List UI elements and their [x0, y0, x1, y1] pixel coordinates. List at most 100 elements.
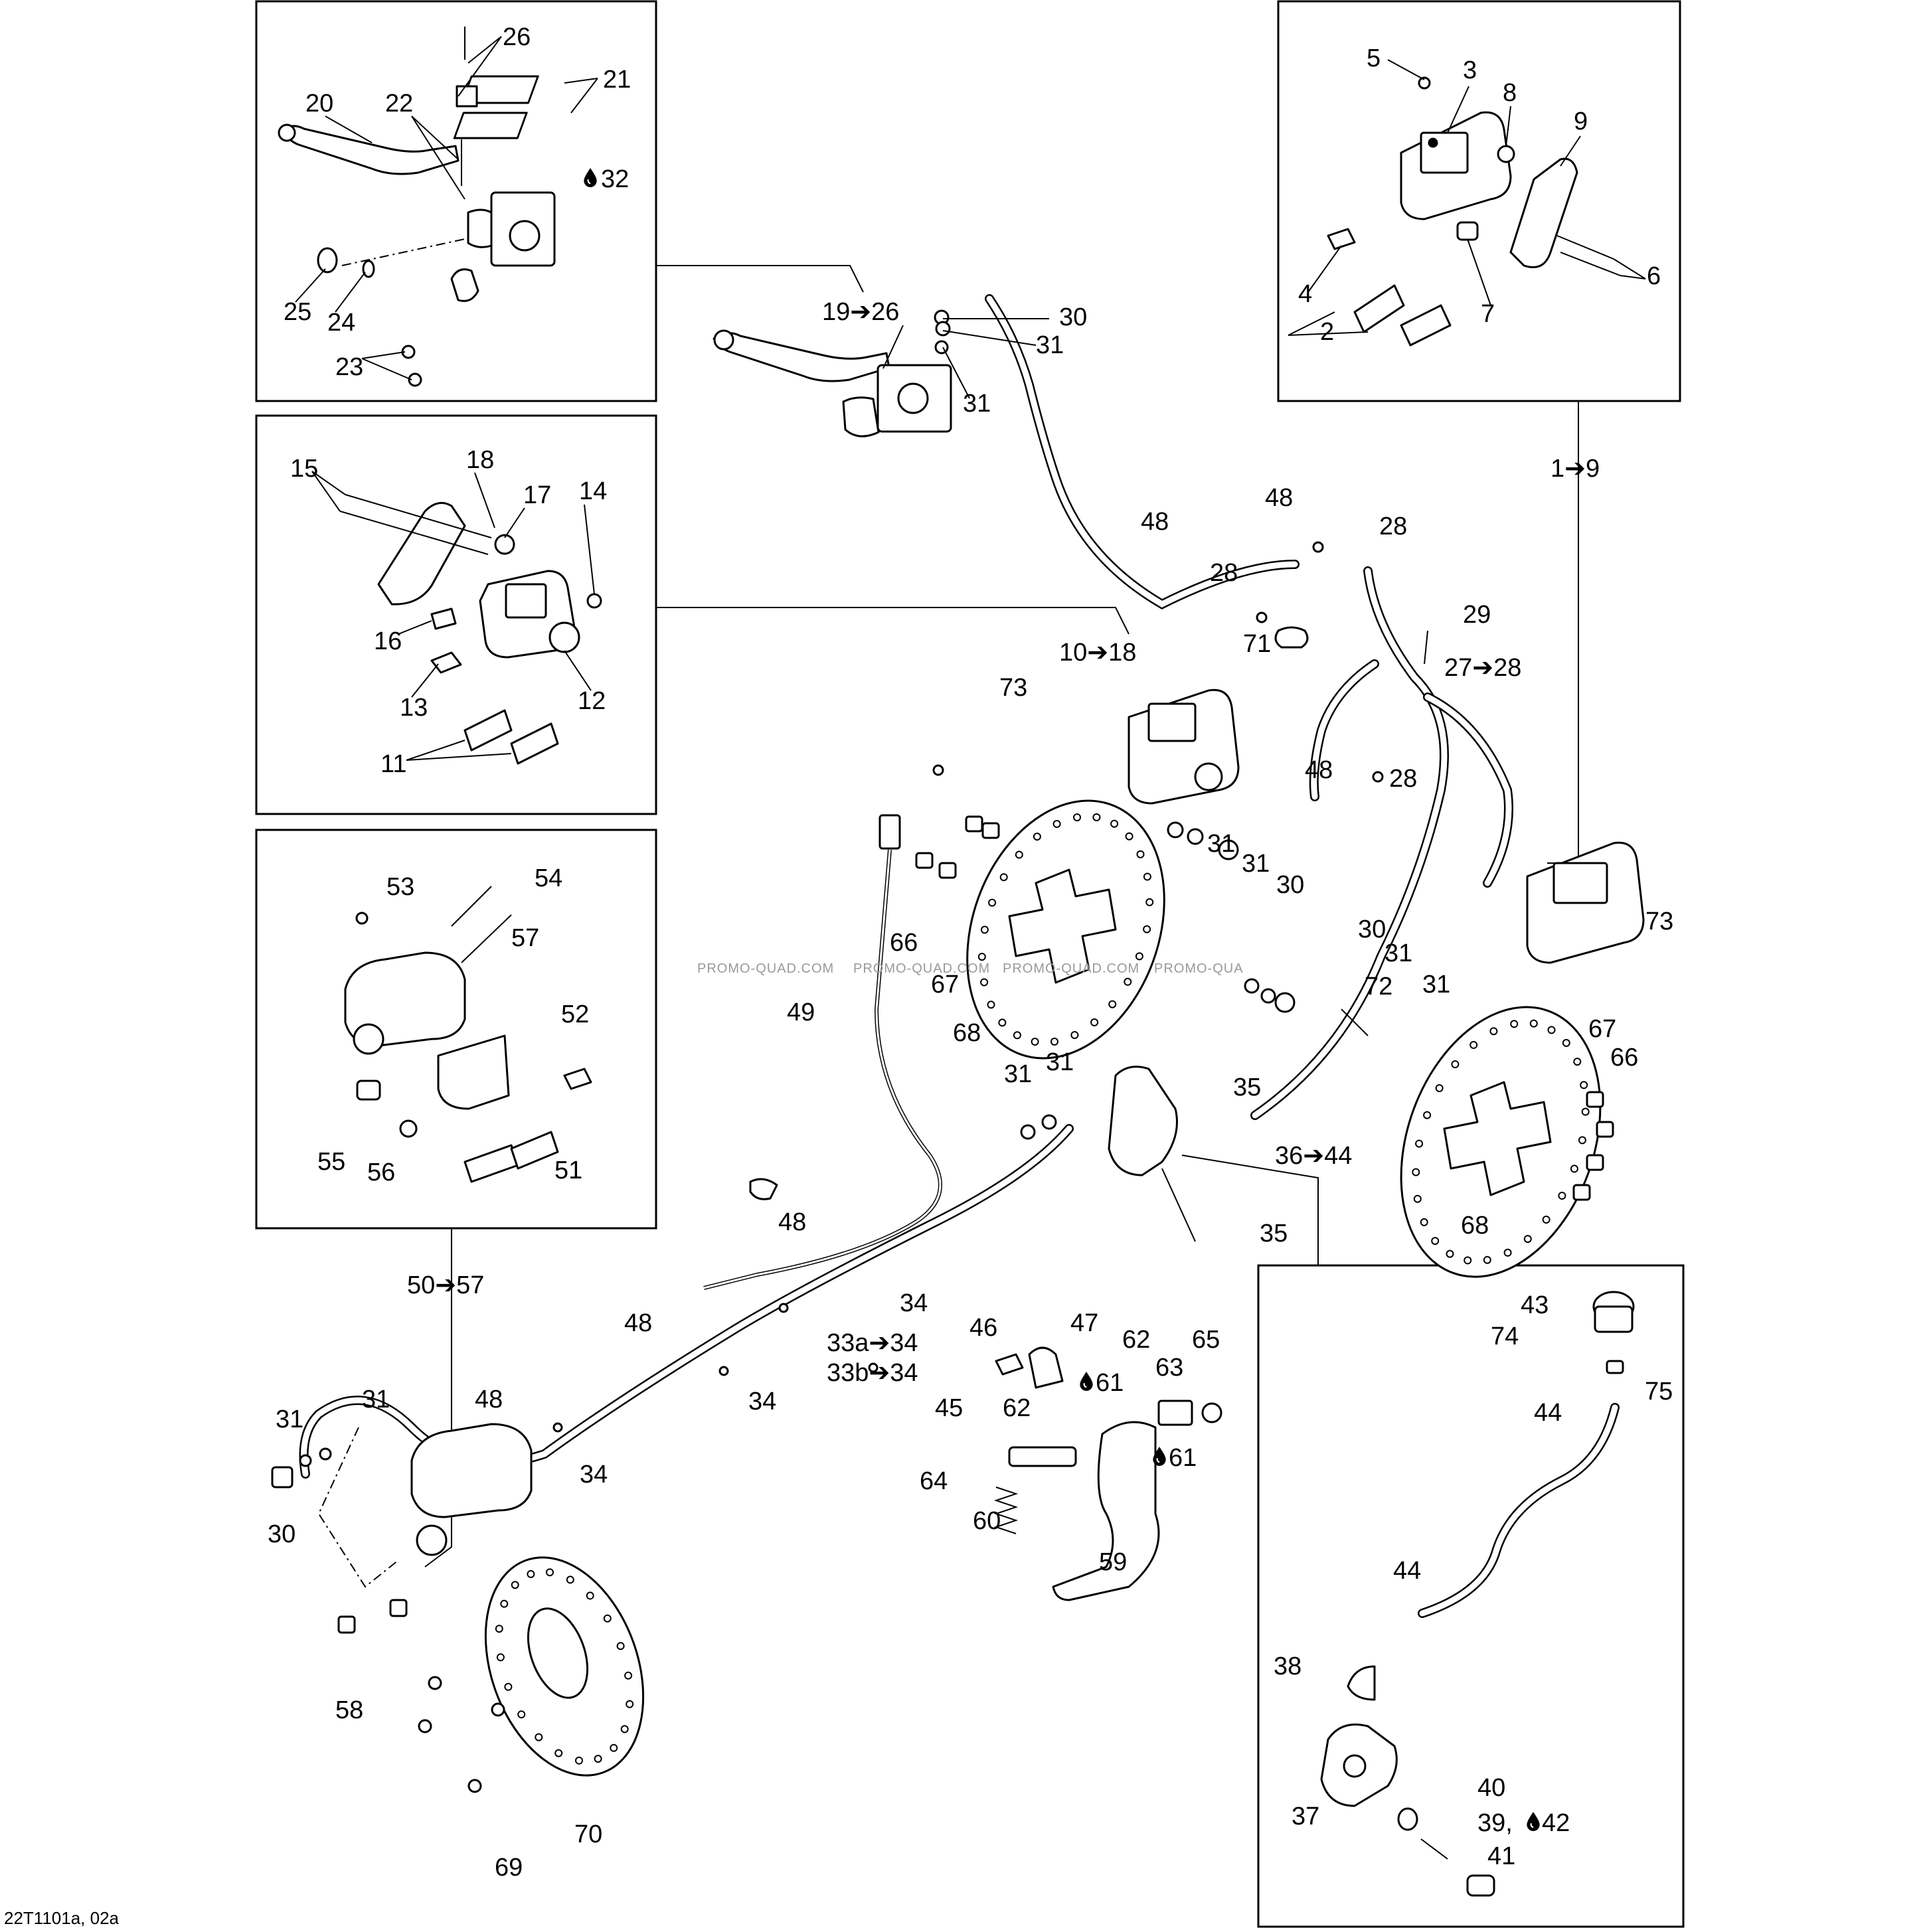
leader-line	[295, 268, 326, 303]
disc-hole	[1523, 1235, 1532, 1244]
leader-line	[942, 330, 1037, 346]
callout-28-b: 28	[1379, 513, 1407, 540]
callout-73-b: 73	[1645, 908, 1673, 935]
disc-hole	[546, 1568, 554, 1577]
callout-7: 7	[1481, 300, 1495, 328]
callout-47: 47	[1070, 1309, 1098, 1337]
leader-line	[1505, 106, 1511, 147]
o-ring-24	[362, 260, 375, 278]
callout-44-b: 44	[1393, 1557, 1421, 1585]
leader-line	[411, 663, 439, 698]
disc-hole	[1145, 898, 1154, 906]
callout-65: 65	[1192, 1326, 1220, 1354]
callout-21: 21	[603, 66, 631, 94]
disc-hole	[1573, 1058, 1582, 1066]
leader-line	[311, 471, 346, 495]
callout-31-a: 31	[1036, 331, 1064, 359]
disc-hole	[1542, 1216, 1551, 1224]
disc-hole	[610, 1743, 618, 1752]
callout-50-57: 50➔57	[407, 1271, 484, 1299]
callout-30-a: 30	[1059, 303, 1087, 331]
callout-44-a: 44	[1534, 1399, 1562, 1427]
disc-hole	[500, 1599, 509, 1608]
callout-31-f: 31	[1422, 971, 1450, 999]
callout-35-b: 35	[1260, 1220, 1288, 1248]
leader-line	[1620, 275, 1646, 280]
disc-hole	[1050, 1037, 1058, 1046]
clevis-46	[1028, 1346, 1064, 1389]
leader-line	[406, 740, 465, 761]
callout-34-b: 34	[748, 1388, 776, 1415]
callout-31-b: 31	[963, 390, 991, 418]
callout-61-b-group: 61	[1152, 1444, 1197, 1472]
callout-38: 38	[1274, 1652, 1301, 1680]
brake-hoses	[299, 294, 1513, 1479]
callout-51: 51	[554, 1157, 582, 1184]
disc-hole	[998, 1018, 1007, 1027]
watermark-text-3: PROMO-QUAD.COM	[1003, 961, 1139, 976]
callout-68-a: 68	[953, 1019, 981, 1047]
callout-67-a: 67	[931, 971, 959, 999]
callout-55: 55	[317, 1148, 345, 1176]
leader-line	[564, 78, 598, 84]
leader-line	[361, 358, 412, 380]
spring-13	[430, 651, 462, 674]
rear-master-cylinder-main	[1108, 1066, 1178, 1176]
leader-line	[325, 116, 373, 143]
disc-hole	[1420, 1218, 1428, 1226]
callout-31-g: 31	[1004, 1060, 1032, 1088]
callout-46: 46	[969, 1314, 997, 1342]
callout-33b: 33b➔34	[827, 1359, 918, 1387]
disc-hole	[566, 1575, 574, 1584]
leader-line	[474, 472, 495, 528]
callout-48-b: 48	[1265, 484, 1293, 512]
callout-8: 8	[1503, 79, 1517, 107]
callout-66-a: 66	[890, 929, 918, 957]
callout-4: 4	[1298, 280, 1312, 308]
disc-hole	[1412, 1168, 1420, 1176]
oil-drop-icon	[583, 167, 598, 187]
fitting-38	[1347, 1665, 1376, 1701]
disc-hole	[1090, 1018, 1099, 1026]
callout-39: 39,	[1477, 1809, 1513, 1837]
disc-hole	[1135, 952, 1143, 961]
callout-31-j: 31	[362, 1386, 390, 1413]
leader-lines	[295, 36, 1646, 761]
boot-41	[1466, 1874, 1495, 1897]
pin-55	[356, 1080, 381, 1101]
disc-hole	[1136, 850, 1145, 858]
leader-line	[882, 325, 904, 369]
callout-75: 75	[1645, 1378, 1673, 1406]
callout-34-c: 34	[580, 1461, 608, 1489]
boot-56	[399, 1119, 418, 1138]
disc-hole	[1451, 1060, 1460, 1068]
leader-line	[584, 504, 595, 595]
callout-72: 72	[1365, 973, 1392, 1001]
leader-line	[1307, 245, 1342, 293]
brake-discs	[484, 799, 1602, 1777]
disc-hole	[1073, 813, 1081, 822]
oil-drop-icon	[1079, 1371, 1094, 1391]
disc-holes	[495, 813, 1590, 1765]
spring-52	[563, 1068, 592, 1090]
callout-6: 6	[1647, 262, 1661, 290]
callout-28-c: 28	[1389, 765, 1417, 793]
callout-23: 23	[335, 353, 363, 381]
nut-65	[1201, 1402, 1222, 1423]
brake-pad-2	[1353, 284, 1405, 333]
leader-line	[458, 36, 502, 97]
leader-line	[1288, 331, 1369, 336]
callout-40: 40	[1477, 1774, 1505, 1802]
front-right-caliper-parts	[1327, 76, 1621, 347]
brake-light-switch-wire-49	[703, 814, 942, 1290]
callout-17: 17	[523, 481, 551, 509]
disc-hole	[1469, 1040, 1478, 1049]
disc-hole	[1547, 1026, 1556, 1034]
callout-25: 25	[284, 298, 311, 326]
callout-68-b: 68	[1461, 1212, 1489, 1240]
leader-line	[564, 650, 592, 691]
disc-hole	[1529, 1019, 1538, 1028]
callout-26: 26	[503, 23, 531, 51]
disc-hole	[1013, 1031, 1021, 1040]
leader-line	[1467, 238, 1491, 306]
